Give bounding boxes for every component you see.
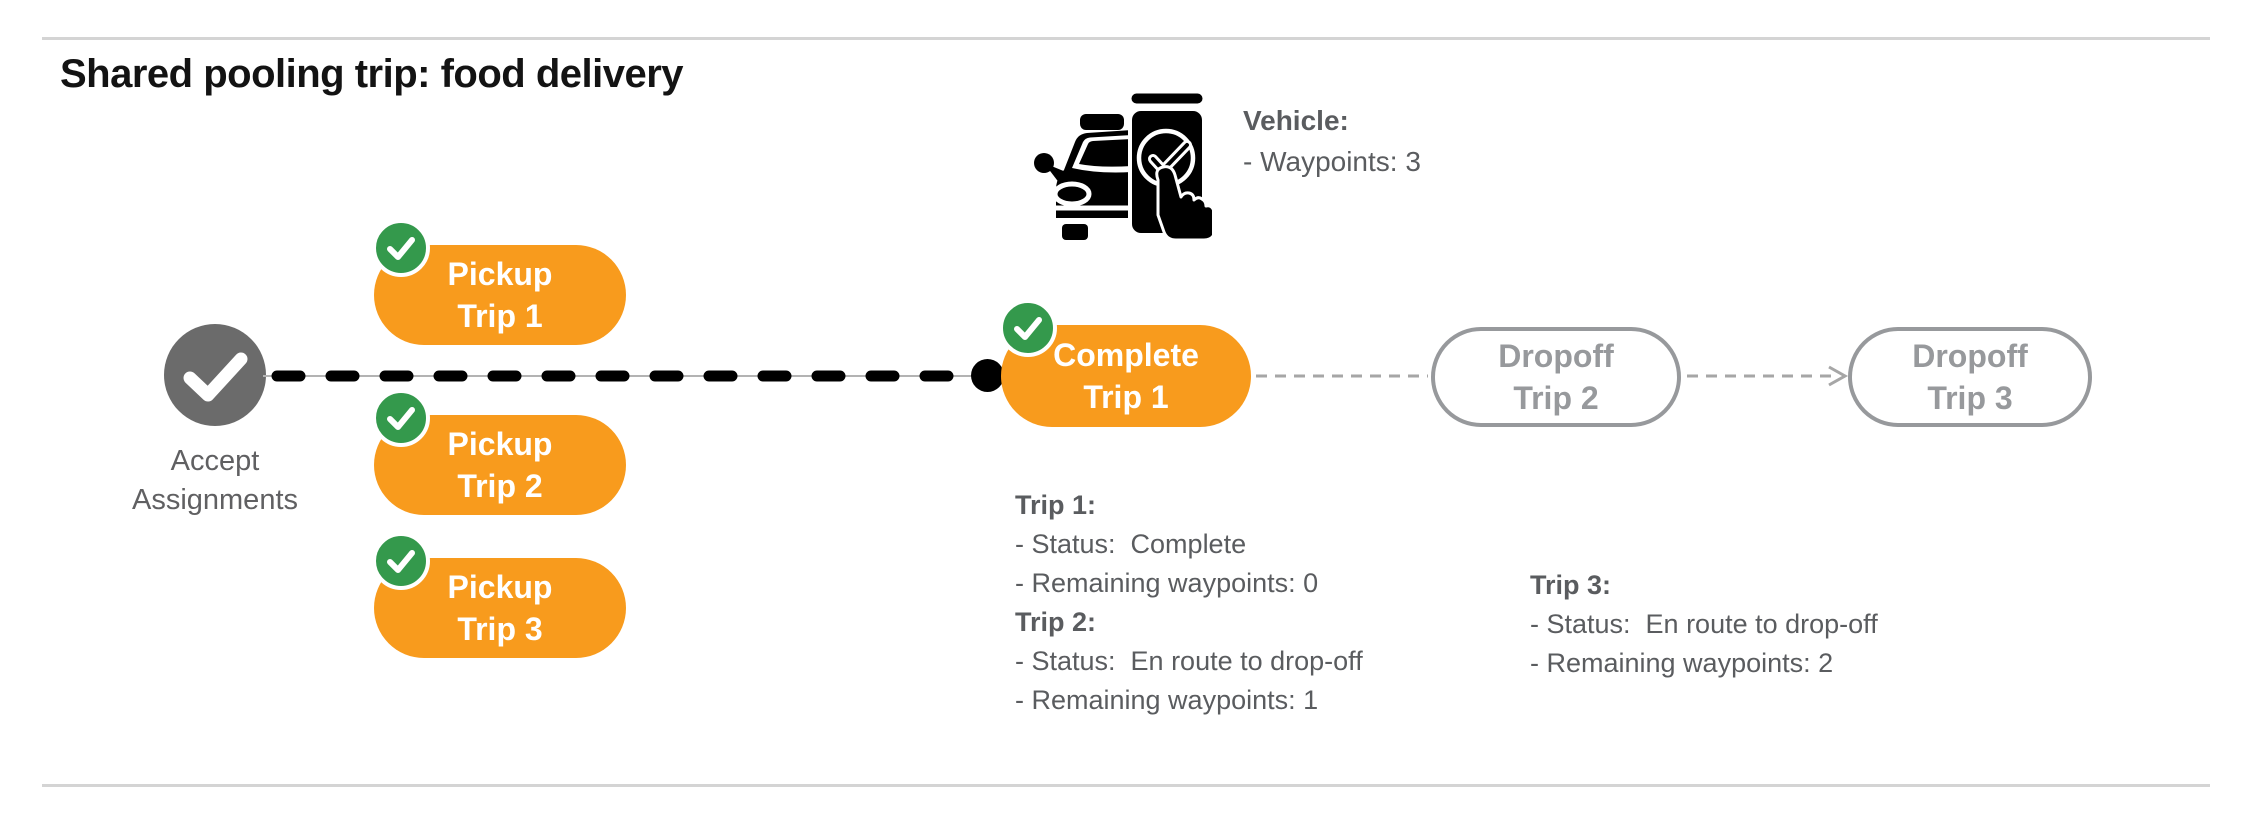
complete-to-dropoff2-connector bbox=[1256, 374, 1428, 378]
node-label: Pickup Trip 3 bbox=[447, 569, 553, 647]
trip2-heading: Trip 2: bbox=[1015, 607, 1097, 637]
node-label: Pickup Trip 2 bbox=[447, 426, 553, 504]
node-complete-trip-1: Complete Trip 1 bbox=[999, 299, 1251, 427]
check-badge bbox=[999, 299, 1057, 357]
node-label: Complete Trip 1 bbox=[1053, 337, 1199, 415]
status-block-trips-1-2: Trip 1: - Status: Complete - Remaining w… bbox=[1015, 486, 1515, 720]
node-dropoff-trip-3: Dropoff Trip 3 bbox=[1848, 327, 2092, 427]
status-block-trip-3: Trip 3: - Status: En route to drop-off -… bbox=[1530, 566, 2030, 683]
check-badge bbox=[372, 219, 430, 277]
arrowhead-icon bbox=[1828, 365, 1849, 387]
top-divider bbox=[42, 37, 2210, 40]
check-icon bbox=[183, 352, 248, 402]
bottom-divider bbox=[42, 784, 2210, 787]
trip1-heading: Trip 1: bbox=[1015, 490, 1097, 520]
vehicle-heading: Vehicle: bbox=[1243, 105, 1349, 136]
vehicle-info: Vehicle: - Waypoints: 3 bbox=[1243, 100, 1421, 182]
trip1-details: - Status: Complete - Remaining waypoints… bbox=[1015, 529, 1319, 598]
node-pickup-trip-3: Pickup Trip 3 bbox=[372, 532, 626, 658]
vehicle-waypoints: - Waypoints: 3 bbox=[1243, 146, 1421, 177]
node-pickup-trip-2: Pickup Trip 2 bbox=[372, 389, 626, 515]
node-accept-assignments bbox=[164, 324, 266, 426]
node-label: Dropoff Trip 3 bbox=[1912, 338, 2028, 416]
accept-assignments-label: Accept Assignments bbox=[131, 445, 298, 516]
check-icon bbox=[387, 237, 415, 260]
junction-dot bbox=[971, 359, 1004, 392]
node-pickup-trip-1: Pickup Trip 1 bbox=[372, 219, 626, 345]
check-icon bbox=[387, 407, 415, 430]
trip3-details: - Status: En route to drop-off - Remaini… bbox=[1530, 609, 1878, 678]
node-label: Dropoff Trip 2 bbox=[1498, 338, 1614, 416]
page-title: Shared pooling trip: food delivery bbox=[60, 52, 684, 96]
trip3-heading: Trip 3: bbox=[1530, 570, 1612, 600]
trip2-details: - Status: En route to drop-off - Remaini… bbox=[1015, 646, 1363, 715]
check-badge bbox=[372, 389, 430, 447]
dropoff2-to-dropoff3-connector bbox=[1687, 365, 1849, 387]
node-dropoff-trip-2: Dropoff Trip 2 bbox=[1431, 327, 1681, 427]
check-icon bbox=[1014, 317, 1042, 340]
check-icon bbox=[387, 550, 415, 573]
check-badge bbox=[372, 532, 430, 590]
node-label: Pickup Trip 1 bbox=[447, 256, 553, 334]
accept-to-complete-connector bbox=[263, 370, 1000, 382]
vehicle-phone-check-icon bbox=[1034, 90, 1212, 242]
